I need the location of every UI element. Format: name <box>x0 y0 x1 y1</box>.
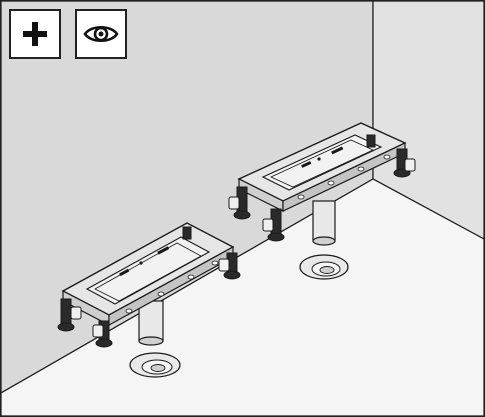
installation-frame-right <box>228 122 416 246</box>
floor-drain-right <box>299 254 349 280</box>
side-wall <box>372 1 484 240</box>
installation-frame-left <box>57 222 241 348</box>
floor <box>1 178 484 416</box>
eye-icon <box>83 25 119 43</box>
add-button[interactable] <box>9 9 61 59</box>
plus-icon <box>23 22 47 46</box>
floor-drain-left <box>129 352 181 378</box>
view-button[interactable] <box>75 9 127 59</box>
